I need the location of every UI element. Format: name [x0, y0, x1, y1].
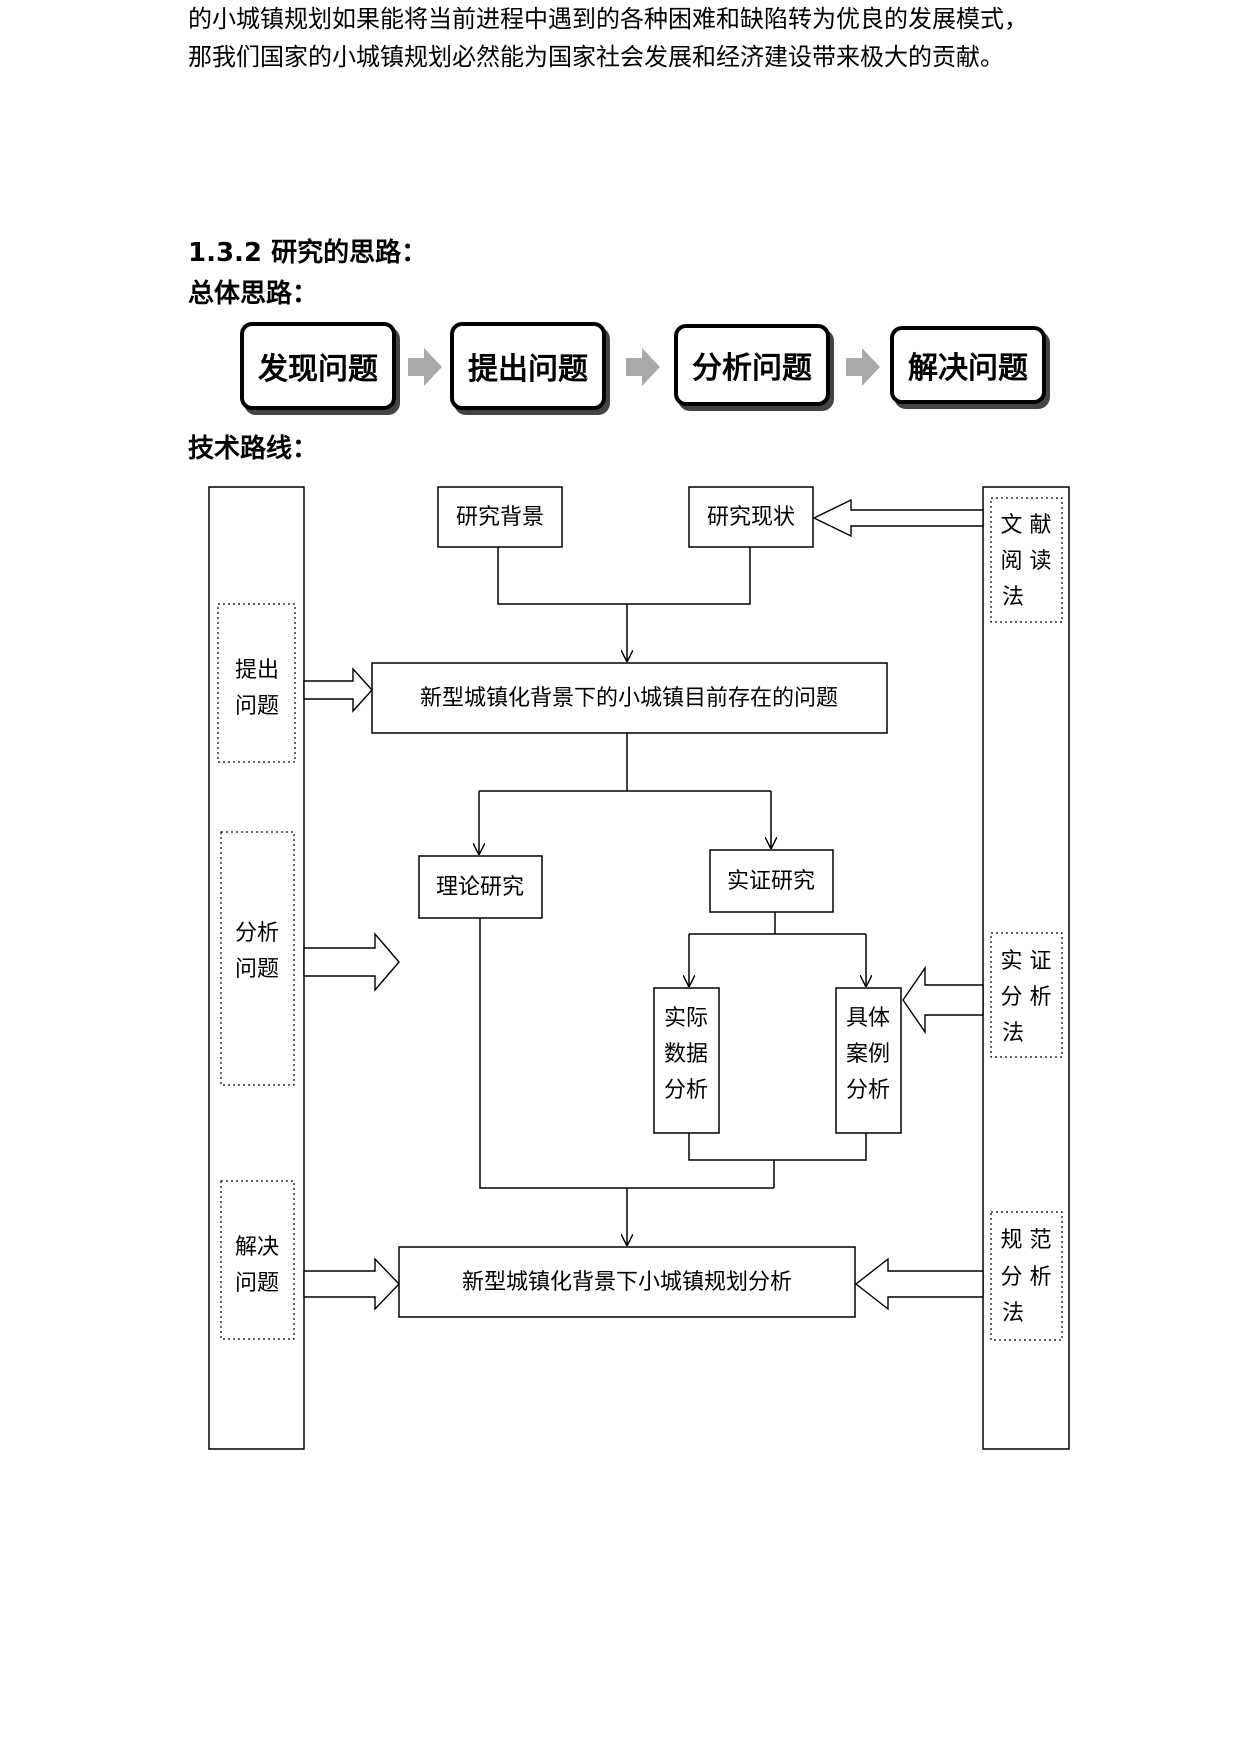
- left-label-box-analyze: [220, 831, 295, 1086]
- paragraph-line-2: 那我们国家的小城镇规划必然能为国家社会发展和经济建设带来极大的贡献。: [188, 43, 1004, 71]
- box-data-analysis: [653, 987, 720, 1134]
- right-label-empirical-line3: 法: [1002, 1021, 1024, 1046]
- box-case-analysis-line2: 案例: [846, 1042, 890, 1067]
- right-label-literature-line2: 阅 读: [1001, 549, 1052, 574]
- section-heading: 1.3.2 研究的思路：: [188, 238, 428, 268]
- flow-step-analyze: 分析问题: [674, 324, 830, 406]
- right-label-literature-line3: 法: [1002, 585, 1024, 610]
- right-label-box-empirical: [990, 932, 1063, 1058]
- flow-arrow-icon: [626, 348, 660, 386]
- left-label-raise-line1: 提出: [235, 658, 279, 683]
- overall-heading: 总体思路：: [188, 279, 319, 309]
- right-label-literature-line1: 文 献: [1001, 513, 1052, 538]
- intro-paragraph: 的小城镇规划如果能将当前进程中遇到的各种困难和缺陷转为优良的发展模式， 那我们国…: [188, 0, 1088, 76]
- connector-bottom-merge-inner: [688, 1133, 867, 1161]
- tech-heading: 技术路线：: [188, 434, 319, 464]
- right-label-empirical-line1: 实 证: [1001, 949, 1052, 974]
- hollow-arrow-right-icon: [303, 667, 373, 713]
- box-data-analysis-line3: 分析: [664, 1078, 708, 1103]
- left-label-box-solve: [220, 1180, 295, 1340]
- box-empirical-label: 实证研究: [727, 869, 815, 894]
- flow-step-discover: 发现问题: [240, 322, 396, 410]
- hollow-arrow-left-icon: [812, 498, 984, 538]
- flow-arrow-icon: [408, 348, 442, 386]
- flow-step-raise: 提出问题: [450, 322, 606, 410]
- box-research-status: [688, 486, 814, 548]
- connector-top-merge: [497, 547, 751, 605]
- right-column: [982, 486, 1070, 1450]
- hollow-arrow-right-icon: [303, 932, 400, 992]
- box-research-background: [437, 486, 563, 548]
- left-label-raise-line2: 问题: [235, 694, 279, 719]
- connector-bottom-merge-outer: [479, 918, 774, 1189]
- right-label-normative-line1: 规 范: [1001, 1228, 1052, 1253]
- box-empirical: [709, 849, 834, 913]
- flow-step-solve: 解决问题: [890, 326, 1046, 404]
- left-label-solve-line2: 问题: [235, 1271, 279, 1296]
- box-conclusion: [398, 1246, 856, 1318]
- box-theory: [418, 855, 543, 919]
- box-problems-label: 新型城镇化背景下的小城镇目前存在的问题: [420, 686, 838, 711]
- box-case-analysis-line1: 具体: [846, 1006, 890, 1031]
- right-label-normative-line2: 分 析: [1001, 1265, 1052, 1290]
- box-problems: [371, 662, 888, 734]
- hollow-arrow-left-icon: [902, 965, 984, 1035]
- box-research-background-label: 研究背景: [456, 505, 544, 530]
- box-conclusion-label: 新型城镇化背景下小城镇规划分析: [462, 1270, 792, 1295]
- left-label-analyze-line1: 分析: [235, 921, 279, 946]
- box-case-analysis-line3: 分析: [846, 1078, 890, 1103]
- right-label-empirical-line2: 分 析: [1001, 985, 1052, 1010]
- right-label-normative-line3: 法: [1002, 1301, 1024, 1326]
- paragraph-line-1: 的小城镇规划如果能将当前进程中遇到的各种困难和缺陷转为优良的发展模式，: [188, 5, 1028, 33]
- left-label-analyze-line2: 问题: [235, 957, 279, 982]
- flow-arrow-icon: [846, 348, 880, 386]
- hollow-arrow-right-icon: [303, 1257, 400, 1311]
- box-case-analysis: [835, 987, 902, 1134]
- left-label-box-raise: [217, 603, 296, 763]
- box-data-analysis-line2: 数据: [664, 1042, 708, 1067]
- box-theory-label: 理论研究: [436, 875, 524, 900]
- left-label-solve-line1: 解决: [235, 1235, 279, 1260]
- box-research-status-label: 研究现状: [707, 505, 795, 530]
- right-label-box-literature: [990, 497, 1063, 623]
- box-data-analysis-line1: 实际: [664, 1006, 708, 1031]
- right-label-box-normative: [990, 1211, 1063, 1341]
- hollow-arrow-left-icon: [854, 1257, 984, 1311]
